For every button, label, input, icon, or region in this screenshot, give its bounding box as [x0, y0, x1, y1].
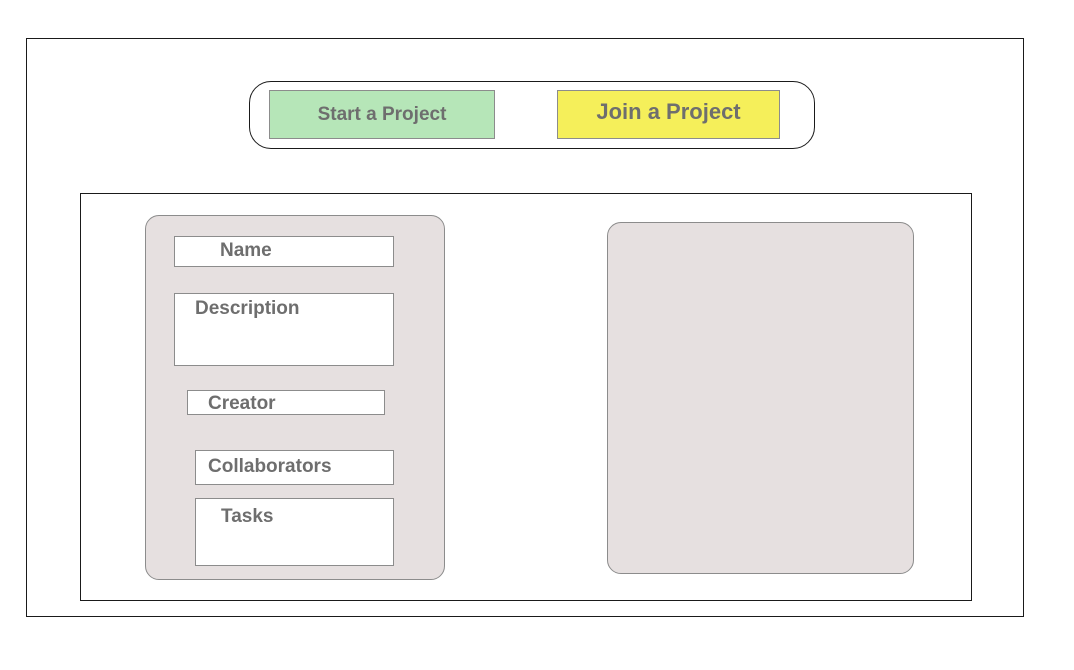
- start-project-button[interactable]: Start a Project: [269, 90, 495, 139]
- project-name-field[interactable]: Name: [174, 236, 394, 267]
- project-preview-card: [607, 222, 914, 574]
- project-creator-label: Creator: [208, 393, 276, 414]
- project-collaborators-label: Collaborators: [208, 456, 332, 477]
- project-collaborators-field[interactable]: Collaborators: [195, 450, 394, 485]
- project-name-label: Name: [220, 240, 272, 261]
- project-tasks-label: Tasks: [221, 506, 274, 527]
- project-description-field[interactable]: Description: [174, 293, 394, 366]
- project-description-label: Description: [195, 298, 300, 319]
- join-project-button[interactable]: Join a Project: [557, 90, 780, 139]
- project-tasks-field[interactable]: Tasks: [195, 498, 394, 566]
- project-creator-field[interactable]: Creator: [187, 390, 385, 415]
